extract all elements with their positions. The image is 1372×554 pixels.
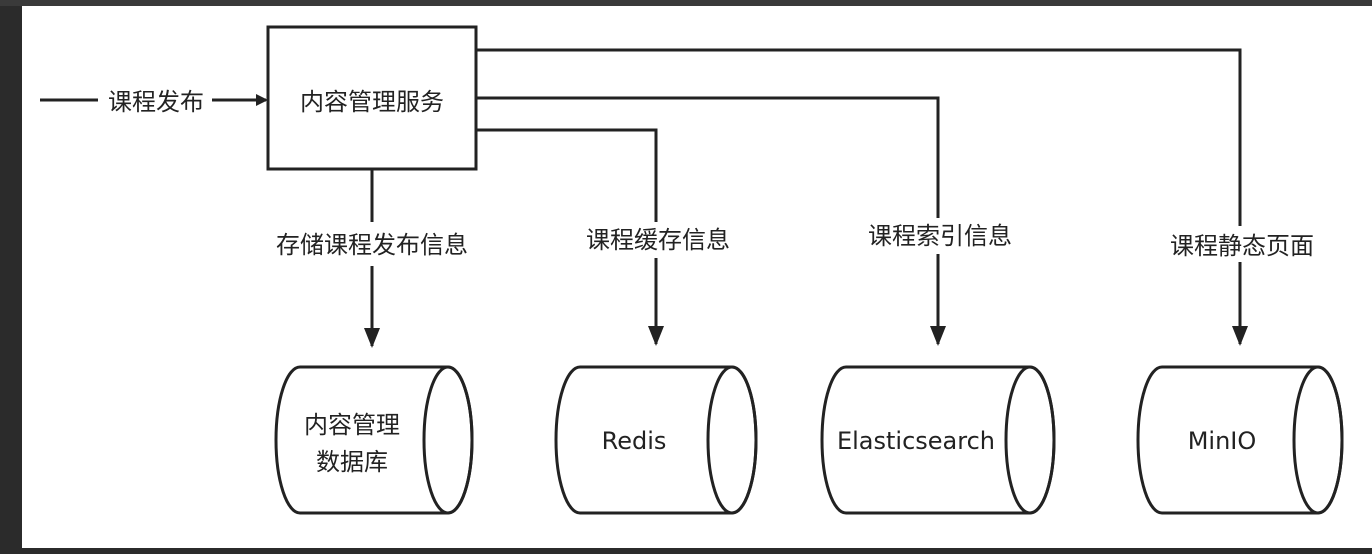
store-db-cylinder bbox=[274, 365, 474, 515]
edge-redis-label: 课程缓存信息 bbox=[586, 226, 730, 254]
store-redis-cylinder bbox=[554, 365, 758, 515]
store-db-label-line1: 内容管理 bbox=[304, 411, 400, 439]
store-es-label: Elasticsearch bbox=[837, 427, 995, 455]
service-box bbox=[266, 25, 478, 171]
input-label: 课程发布 bbox=[108, 88, 204, 116]
edge-es-path bbox=[476, 96, 940, 218]
edge-minio-path bbox=[476, 48, 1242, 226]
edge-minio-label: 课程静态页面 bbox=[1170, 232, 1314, 260]
store-redis-label: Redis bbox=[602, 427, 667, 455]
service-label: 内容管理服务 bbox=[300, 88, 444, 116]
store-db-label-line2: 数据库 bbox=[316, 448, 388, 476]
store-es-cylinder bbox=[820, 365, 1056, 515]
edge-redis-path bbox=[476, 128, 658, 222]
edge-db-label: 存储课程发布信息 bbox=[276, 231, 468, 259]
edge-es-label: 课程索引信息 bbox=[868, 222, 1012, 250]
store-minio-cylinder bbox=[1136, 365, 1344, 515]
top-bar bbox=[0, 0, 1372, 6]
store-minio-label: MinIO bbox=[1188, 427, 1257, 455]
